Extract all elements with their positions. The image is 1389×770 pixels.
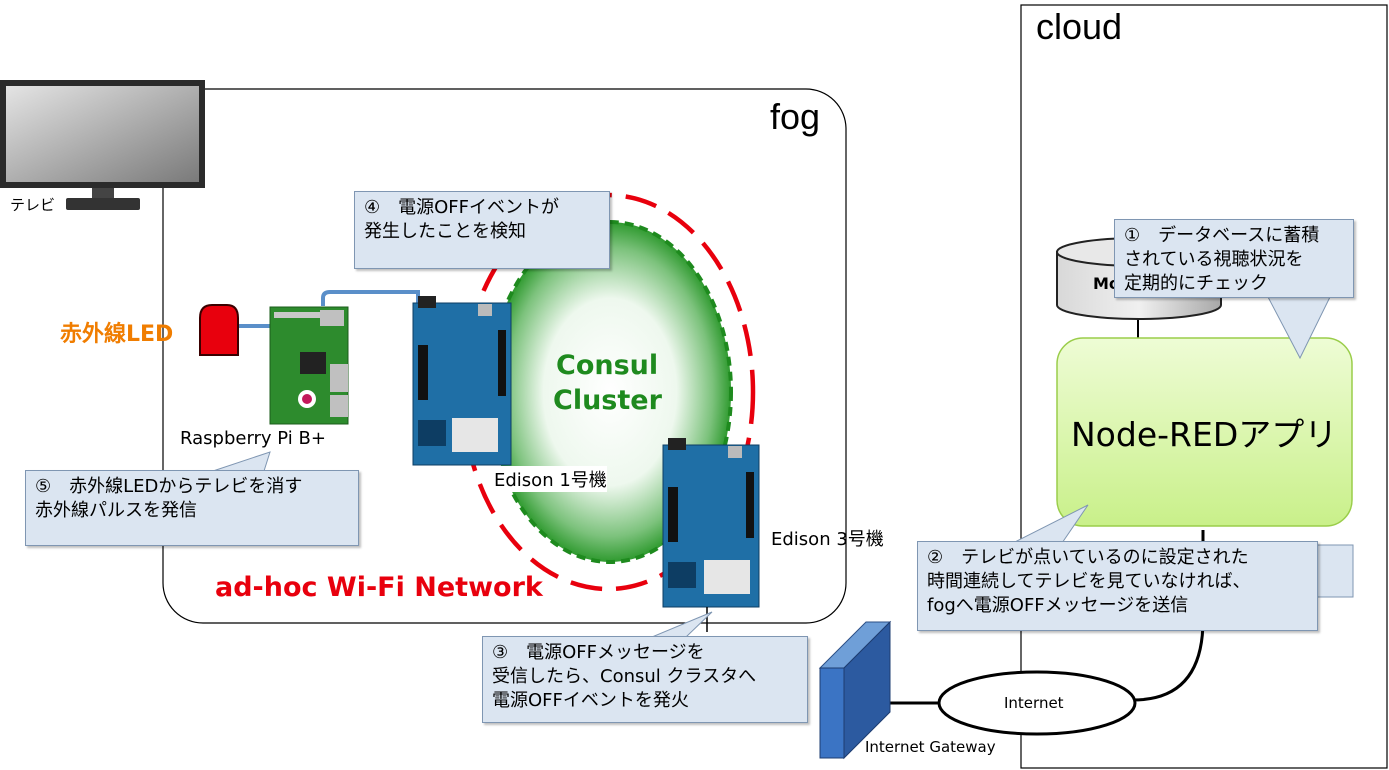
callout-1-line: ① データベースに蓄積	[1124, 225, 1320, 246]
callout-3-line: ③ 電源OFFメッセージを	[492, 642, 705, 663]
tv-label: テレビ	[10, 196, 56, 214]
ir-led-label: 赤外線LED	[60, 322, 174, 347]
usb-cable	[321, 290, 420, 306]
cluster-label-line1: Consul	[556, 350, 659, 381]
raspberry-pi-board	[269, 306, 349, 425]
internet-gateway-icon	[818, 620, 892, 760]
nodered-app-label: Node-REDアプリ	[1071, 415, 1338, 454]
callout-2: ② テレビが点いているのに設定された 時間連続してテレビを見ていなければ、 fo…	[917, 541, 1318, 631]
callout-1: ① データベースに蓄積 されている視聴状況を 定期的にチェック	[1114, 219, 1354, 298]
callout-5-line: 赤外線パルスを発信	[35, 500, 197, 521]
network-label: ad-hoc Wi-Fi Network	[215, 572, 543, 603]
cluster-label-line2: Cluster	[553, 385, 662, 416]
database-label: Mo	[1093, 274, 1120, 293]
nodered-app-box	[1056, 337, 1353, 527]
edison1-label: Edison 1号機	[494, 466, 607, 492]
gateway-label: Internet Gateway	[865, 738, 996, 756]
ir-led-icon	[199, 304, 239, 356]
callout-4-line: 発生したことを検知	[364, 221, 526, 242]
callout-2-line: ② テレビが点いているのに設定された	[927, 547, 1249, 568]
callout-2-line: 時間連続してテレビを見ていなければ、	[927, 571, 1251, 592]
callout-4-line: ④ 電源OFFイベントが	[364, 197, 560, 218]
cloud-region-label: cloud	[1036, 6, 1123, 47]
callout-4: ④ 電源OFFイベントが 発生したことを検知	[354, 191, 610, 269]
edison3-board	[662, 438, 760, 608]
callout-3: ③ 電源OFFメッセージを 受信したら、Consul クラスタへ 電源OFFイベ…	[482, 636, 808, 723]
raspberry-pi-label: Raspberry Pi B+	[180, 428, 326, 449]
edison3-label: Edison 3号機	[771, 529, 884, 550]
callout-1-line: されている視聴状況を	[1124, 249, 1304, 270]
edison1-board	[412, 296, 512, 466]
internet-label: Internet	[1004, 694, 1064, 712]
callout-3-line: 受信したら、Consul クラスタへ	[492, 666, 757, 687]
callout-3-line: 電源OFFイベントを発火	[492, 690, 689, 711]
callout-1-line: 定期的にチェック	[1124, 273, 1268, 294]
callout-5-line: ⑤ 赤外線LEDからテレビを消す	[35, 476, 303, 497]
tv-icon	[0, 80, 205, 210]
callout-2-line: fogへ電源OFFメッセージを送信	[927, 595, 1189, 616]
fog-region-label: fog	[770, 96, 821, 137]
internet-cloud-shape	[937, 670, 1137, 736]
callout-5: ⑤ 赤外線LEDからテレビを消す 赤外線パルスを発信	[25, 470, 359, 546]
